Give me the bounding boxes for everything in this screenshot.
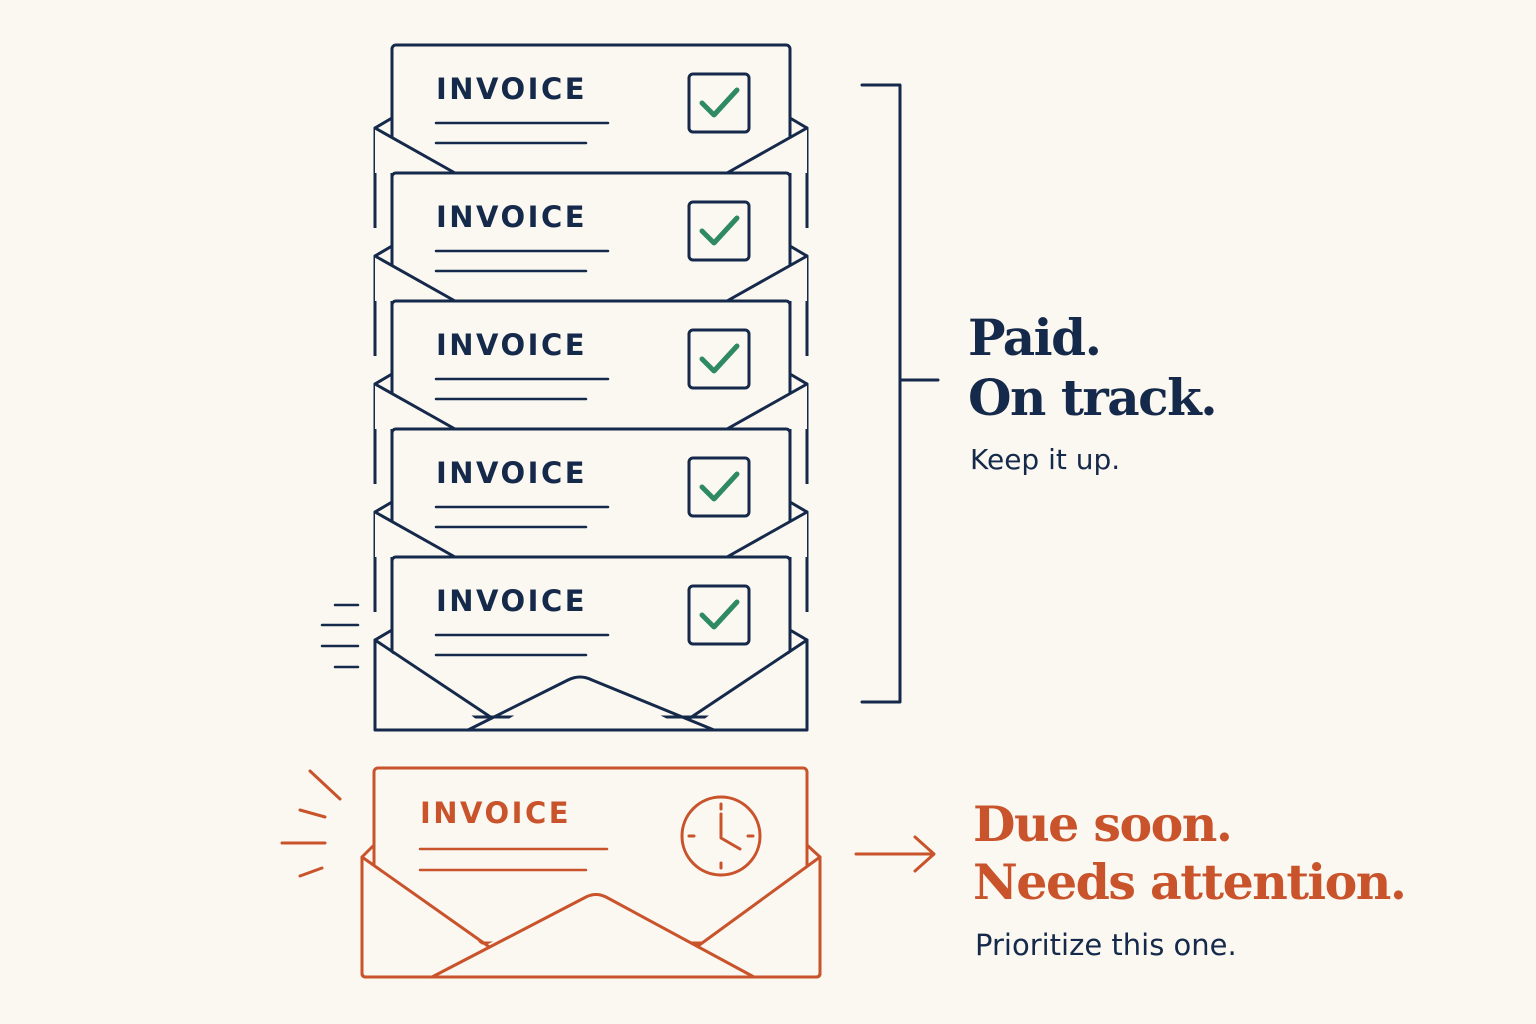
- envelope-front: [375, 256, 807, 301]
- attention-burst-icon: [280, 769, 342, 878]
- envelope-front: [375, 640, 807, 730]
- envelope-flap-lines: [360, 855, 822, 979]
- envelope-flap-lines: [373, 254, 809, 303]
- checkmark-icon: [687, 456, 751, 518]
- clock-hands: [719, 812, 742, 851]
- due-invoice-envelope: INVOICE: [360, 766, 822, 979]
- invoice-label: INVOICE: [436, 328, 587, 362]
- paid-invoice: INVOICE: [373, 171, 809, 356]
- envelope-front: [375, 128, 807, 173]
- paid-invoice: INVOICE: [373, 43, 809, 228]
- due-headline-line2: Needs attention.: [973, 853, 1407, 911]
- checkmark-icon: [687, 72, 751, 134]
- envelope-front: [375, 384, 807, 429]
- invoice-label: INVOICE: [436, 72, 587, 106]
- envelope-outline: [373, 638, 809, 732]
- invoice-label: INVOICE: [436, 584, 587, 618]
- checkmark-icon: [687, 200, 751, 262]
- motion-lines: [320, 603, 360, 669]
- checkmark-icon: [687, 584, 751, 646]
- paid-invoice: INVOICE: [373, 427, 809, 612]
- paid-invoice-stack: INVOICE INVOICE INVOICE INVOICE INVOICE: [373, 43, 809, 732]
- checkmark-icon: [687, 328, 751, 390]
- invoice-label: INVOICE: [420, 796, 571, 830]
- due-subtext: Prioritize this one.: [975, 928, 1237, 962]
- envelope-outline: [360, 857, 822, 979]
- burst-line: [298, 808, 327, 819]
- clock-icon: [680, 795, 762, 877]
- bracket: [860, 83, 940, 704]
- envelope-front: [362, 857, 820, 977]
- arrow-right-icon: [854, 835, 936, 873]
- envelope-flap-lines: [373, 510, 809, 559]
- burst-line: [308, 769, 342, 801]
- paid-headline-line2: On track.: [968, 368, 1218, 427]
- due-headline-line1: Due soon.: [973, 795, 1233, 853]
- invoice-label: INVOICE: [436, 456, 587, 490]
- envelope-front: [375, 512, 807, 557]
- paid-headline-line1: Paid.: [968, 308, 1102, 367]
- envelope-flap-lines: [373, 382, 809, 431]
- paid-invoice: INVOICE: [373, 555, 809, 732]
- paid-subtext: Keep it up.: [970, 443, 1121, 476]
- invoice-label: INVOICE: [436, 200, 587, 234]
- envelope-flap-lines: [373, 126, 809, 175]
- paid-invoice: INVOICE: [373, 299, 809, 484]
- burst-line: [298, 866, 324, 878]
